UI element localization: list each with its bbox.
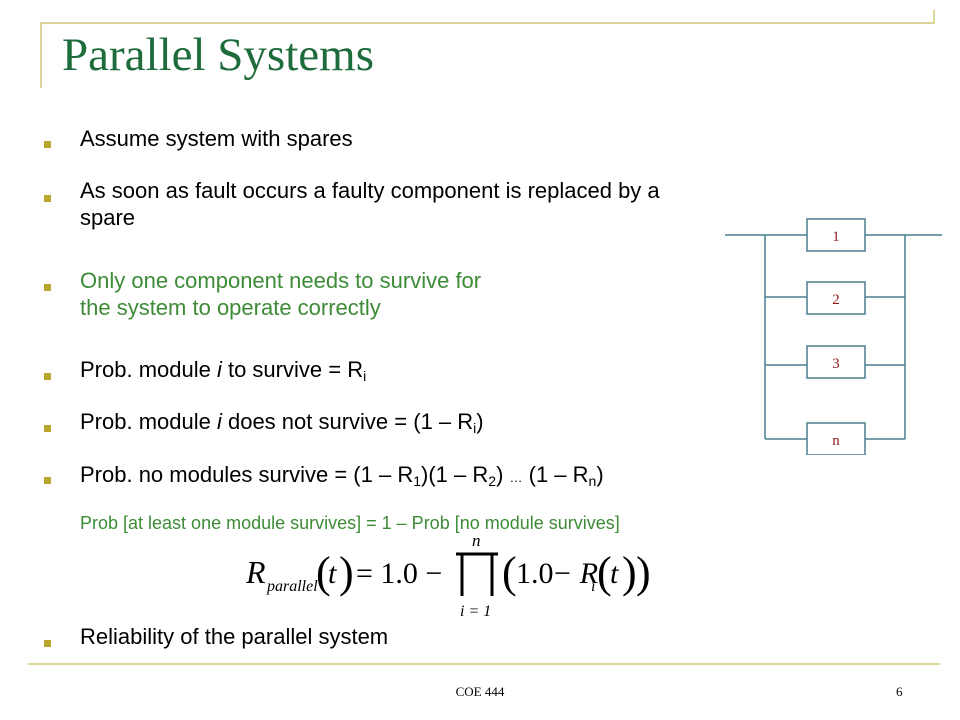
- formula-one: 1.0: [516, 557, 554, 590]
- variable-i: i: [216, 357, 222, 382]
- bullet-fault-replacement: As soon as fault occurs a faulty compone…: [80, 178, 660, 232]
- right-decor-line: [933, 10, 935, 24]
- parallel-reliability-formula: R parallel ( t ) = 1.0 − n i = 1 ( 1.0 −…: [246, 531, 651, 620]
- bullet-marker: [44, 284, 51, 291]
- text-part: ): [496, 462, 510, 487]
- formula-paren: ): [622, 548, 637, 597]
- module-box-n: [806, 422, 866, 455]
- subscript: 1: [413, 473, 422, 489]
- text-part: Prob. module: [80, 357, 217, 382]
- bullet-marker: [44, 640, 51, 647]
- module-box-2: [806, 281, 866, 315]
- formula-t: t: [328, 557, 337, 590]
- module-label: 2: [832, 292, 840, 308]
- bullet-marker: [44, 195, 51, 202]
- formula-paren: (: [597, 548, 612, 597]
- subscript: n: [588, 473, 597, 489]
- module-box-1: [806, 218, 866, 252]
- bullet-prob-not-survive: Prob. module i does not survive = (1 – R…: [80, 409, 484, 436]
- ellipsis: …: [509, 470, 523, 485]
- formula-r-subscript: parallel: [266, 578, 318, 595]
- subscript: i: [473, 420, 477, 436]
- formula-paren: ): [636, 548, 651, 597]
- product-lower-limit: i = 1: [460, 603, 491, 620]
- text-part: Prob. no modules survive = (1 – R: [80, 462, 414, 487]
- subscript: 2: [488, 473, 497, 489]
- text-part: to survive = R: [221, 357, 364, 382]
- top-decor-line: [40, 22, 935, 24]
- formula-paren: (: [316, 548, 331, 597]
- module-label: 3: [832, 356, 840, 372]
- product-upper-limit: n: [472, 531, 481, 550]
- module-label: 1: [832, 229, 840, 245]
- formula-paren: (: [502, 548, 517, 597]
- module-box-3: [806, 345, 866, 379]
- bullet-line: Only one component needs to survive for: [80, 268, 482, 293]
- bullet-line: spare: [80, 204, 136, 230]
- footer-course: COE 444: [455, 684, 505, 699]
- left-decor-line: [40, 22, 42, 88]
- text-part: does not survive = (1 – R: [221, 409, 474, 434]
- module-label: n: [832, 433, 840, 449]
- slide-title: Parallel Systems: [62, 29, 374, 81]
- formula-ri-subscript: i: [591, 578, 595, 595]
- variable-i: i: [216, 409, 222, 434]
- bullet-one-survives: Only one component needs to survive for …: [80, 268, 481, 322]
- bullet-prob-none-survive: Prob. no modules survive = (1 – R1)(1 – …: [80, 462, 604, 489]
- note-at-least-one: Prob [at least one module survives] = 1 …: [80, 513, 620, 533]
- subscript: i: [363, 368, 367, 384]
- bullet-line: the system to operate correctly: [80, 294, 381, 320]
- formula-minus-r: − R: [552, 557, 598, 590]
- bullet-line: As soon as fault occurs a faulty compone…: [80, 178, 660, 203]
- product-symbol: [456, 552, 498, 596]
- page-number: 6: [896, 684, 903, 699]
- bullet-spares: Assume system with spares: [80, 126, 353, 151]
- bullet-prob-survive: Prob. module i to survive = Ri: [80, 357, 366, 384]
- bullet-marker: [44, 477, 51, 484]
- bottom-decor-line: [28, 663, 940, 665]
- bullet-marker: [44, 141, 51, 148]
- text-part: ): [476, 409, 484, 434]
- bullet-marker: [44, 425, 51, 432]
- formula-r: R: [246, 554, 266, 590]
- text-part: Prob. module: [80, 409, 217, 434]
- formula-equals-part: = 1.0 −: [356, 557, 442, 590]
- formula-t: t: [610, 557, 619, 590]
- formula-paren: ): [339, 548, 354, 597]
- parallel-system-diagram: 1 2 3 n: [725, 218, 942, 455]
- text-part: (1 – R: [522, 462, 589, 487]
- text-part: ): [596, 462, 604, 487]
- bullet-marker: [44, 373, 51, 380]
- bullet-reliability-parallel: Reliability of the parallel system: [80, 624, 389, 649]
- text-part: )(1 – R: [421, 462, 489, 487]
